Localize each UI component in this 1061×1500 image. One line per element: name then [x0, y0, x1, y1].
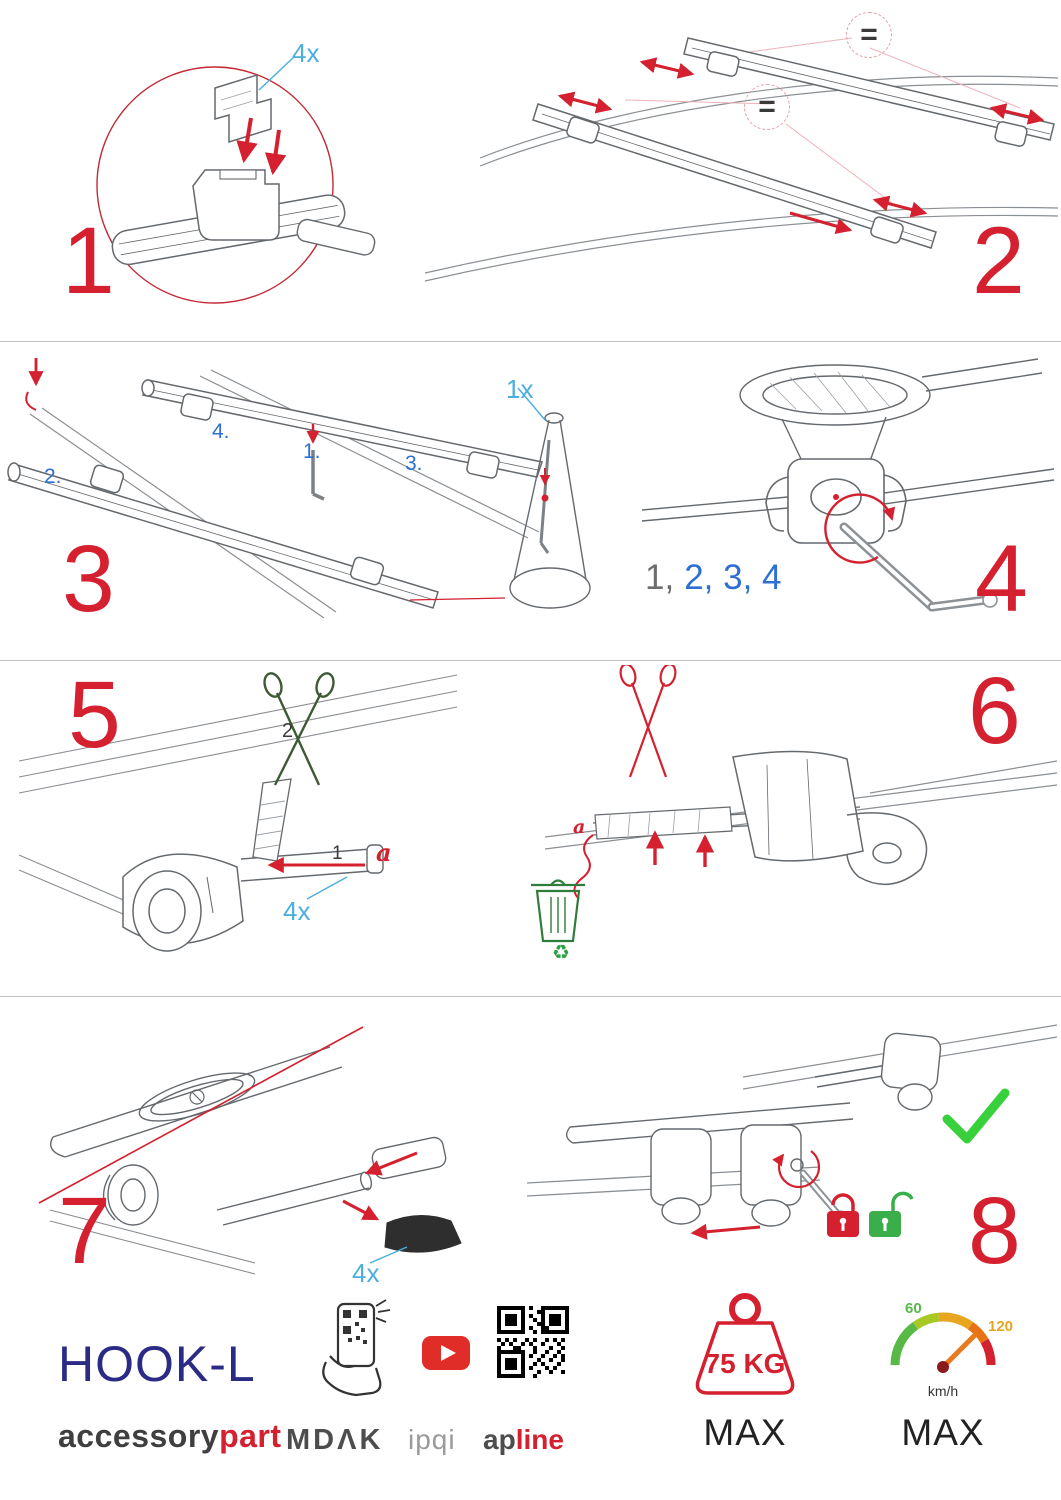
step-8-number: 8	[968, 1178, 1021, 1284]
padlock-closed-icon	[827, 1193, 859, 1237]
youtube-icon	[422, 1336, 470, 1370]
step-3-mark-4: 4.	[212, 420, 230, 443]
step-3-illustration	[7, 358, 591, 619]
step-3-mark-1: 1.	[303, 440, 321, 463]
step-4-number: 4	[975, 526, 1028, 632]
section-divider	[0, 996, 1061, 997]
step-5-mark-2: 2	[282, 720, 294, 742]
step-3-mark-2: 2.	[44, 465, 62, 488]
recycle-icon: ♻	[552, 942, 570, 964]
equals-badge: =	[744, 84, 790, 130]
qr-code	[497, 1306, 569, 1378]
step-7-qty-label: 4x	[352, 1258, 380, 1288]
step-6-letter-a: a	[573, 816, 586, 838]
step-3-number: 3	[62, 526, 115, 632]
step-7-number: 7	[58, 1178, 111, 1284]
step-5-illustration	[18, 672, 458, 952]
step-6-number: 6	[968, 658, 1021, 764]
step-6-illustration	[531, 665, 1058, 943]
speed-low-label: 60	[905, 1300, 922, 1317]
apline-first: ap	[483, 1424, 516, 1455]
mdak-logo: MDΛK	[286, 1424, 384, 1456]
speed-max-label: MAX	[901, 1412, 985, 1453]
padlock-open-icon	[869, 1191, 914, 1237]
step-1-number: 1	[62, 208, 115, 314]
ipqi-logo: ipqi	[408, 1424, 456, 1455]
weight-max-icon	[695, 1293, 795, 1395]
step-4-sequence: 1,2, 3, 4	[645, 558, 782, 598]
section-divider	[0, 660, 1061, 661]
equals-sign: =	[758, 90, 776, 123]
step-4-illustration	[641, 358, 1055, 612]
step-5-letter-a: a	[376, 838, 392, 867]
speedometer-icon	[890, 1312, 996, 1373]
speed-high-label: 120	[988, 1318, 1014, 1335]
brand-first: accessory	[58, 1418, 220, 1454]
step-1-illustration	[96, 55, 376, 304]
step-2-illustration	[424, 37, 1059, 282]
step-3-mark-3: 3.	[405, 452, 423, 475]
brand-second: part	[219, 1418, 282, 1454]
sequence-first: 1,	[645, 558, 675, 597]
step-8-illustration	[526, 1024, 1058, 1240]
step-3-qty-label: 1x	[506, 374, 534, 404]
weight-max-label: MAX	[703, 1412, 787, 1453]
product-name: HOOK-L	[58, 1336, 256, 1392]
section-divider	[0, 341, 1061, 342]
phone-qr-icon	[322, 1299, 391, 1397]
speed-unit-label: km/h	[927, 1383, 959, 1399]
equals-sign: =	[860, 18, 878, 51]
brand-wordmark: accessorypart	[58, 1418, 282, 1455]
sequence-rest: 2, 3, 4	[684, 558, 782, 597]
step-7-illustration	[38, 1026, 462, 1275]
step-2-number: 2	[972, 208, 1025, 314]
step-5-qty-label: 4x	[283, 896, 311, 926]
checkmark-icon	[942, 1088, 1010, 1144]
apline-logo: apline	[483, 1424, 564, 1456]
step-5-number: 5	[68, 662, 121, 768]
step-5-mark-1: 1	[332, 843, 343, 864]
weight-value-label: 75 KG	[704, 1348, 786, 1379]
apline-second: line	[515, 1424, 564, 1455]
equals-badge: =	[846, 12, 892, 58]
step-1-qty-label: 4x	[292, 38, 320, 68]
